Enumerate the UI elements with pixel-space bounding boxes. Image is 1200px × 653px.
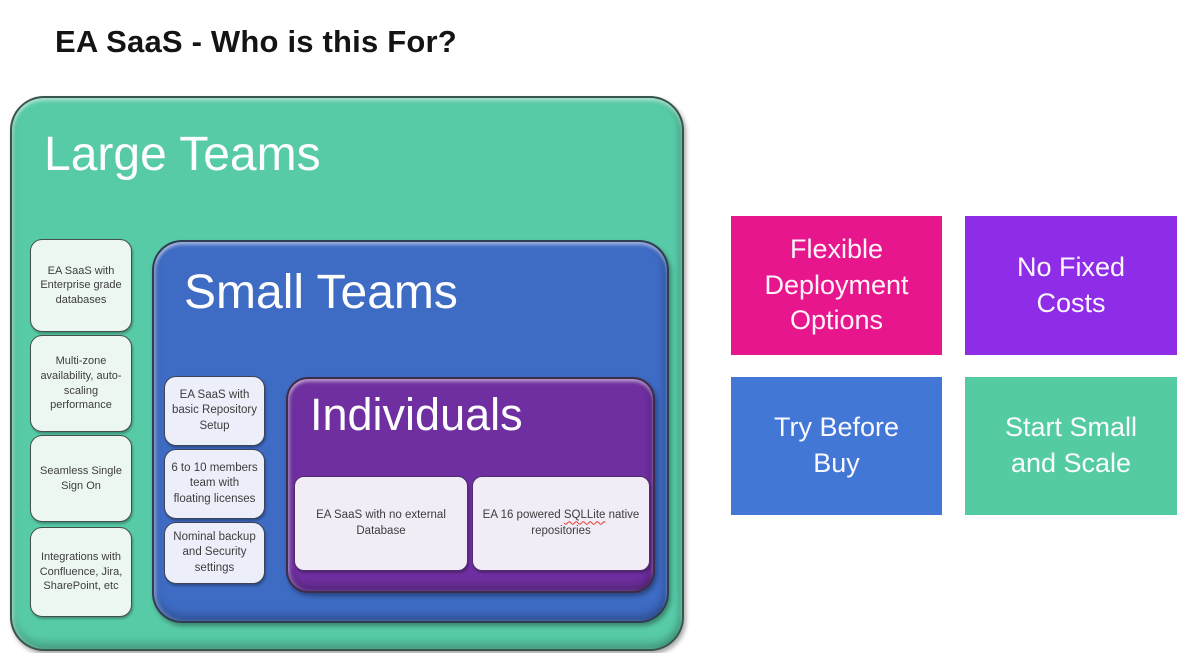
benefit-try-before-buy-label: Try Before Buy: [773, 412, 900, 478]
benefit-try-before-buy: Try Before Buy: [731, 377, 942, 515]
large-teams-note-single-sign-on: Seamless Single Sign On: [30, 435, 132, 522]
benefit-no-fixed-costs-label: No Fixed Costs: [1016, 251, 1126, 318]
small-teams-note-backup-security: Nominal backup and Security settings: [164, 522, 265, 584]
benefit-no-fixed-costs: No Fixed Costs: [965, 216, 1177, 355]
large-teams-note-enterprise-databases: EA SaaS with Enterprise grade databases: [30, 239, 132, 332]
benefit-start-small-scale-label: Start Small and Scale: [1004, 412, 1138, 478]
large-teams-label: Large Teams: [44, 128, 321, 181]
benefit-flexible-deployment-label: Flexible Deployment Options: [764, 234, 909, 336]
small-teams-label: Small Teams: [184, 266, 458, 319]
benefit-flexible-deployment: Flexible Deployment Options: [731, 216, 942, 355]
individuals-note-sqllite-text: EA 16 powered SQLLite native repositorie…: [478, 508, 644, 538]
small-teams-group: Small Teams EA SaaS with basic Repositor…: [152, 240, 669, 623]
small-teams-note-basic-repository: EA SaaS with basic Repository Setup: [164, 376, 265, 446]
sqllite-text-suffix: native repositories: [531, 509, 640, 537]
sqllite-misspelled-word: SQLLite: [563, 509, 606, 522]
large-teams-note-integrations: Integrations with Confluence, Jira, Shar…: [30, 527, 132, 617]
individuals-label: Individuals: [310, 389, 523, 440]
individuals-note-sqllite-repositories: EA 16 powered SQLLite native repositorie…: [472, 476, 650, 571]
individuals-group: Individuals EA SaaS with no external Dat…: [286, 377, 655, 593]
large-teams-group: Large Teams EA SaaS with Enterprise grad…: [10, 96, 684, 651]
slide-title: EA SaaS - Who is this For?: [55, 24, 457, 59]
large-teams-note-multizone-availability: Multi-zone availability, auto-scaling pe…: [30, 335, 132, 432]
individuals-note-no-external-database: EA SaaS with no external Database: [294, 476, 468, 571]
benefit-start-small-scale: Start Small and Scale: [965, 377, 1177, 515]
sqllite-text-prefix: EA 16 powered: [482, 509, 564, 522]
small-teams-note-floating-licenses: 6 to 10 members team with floating licen…: [164, 449, 265, 519]
